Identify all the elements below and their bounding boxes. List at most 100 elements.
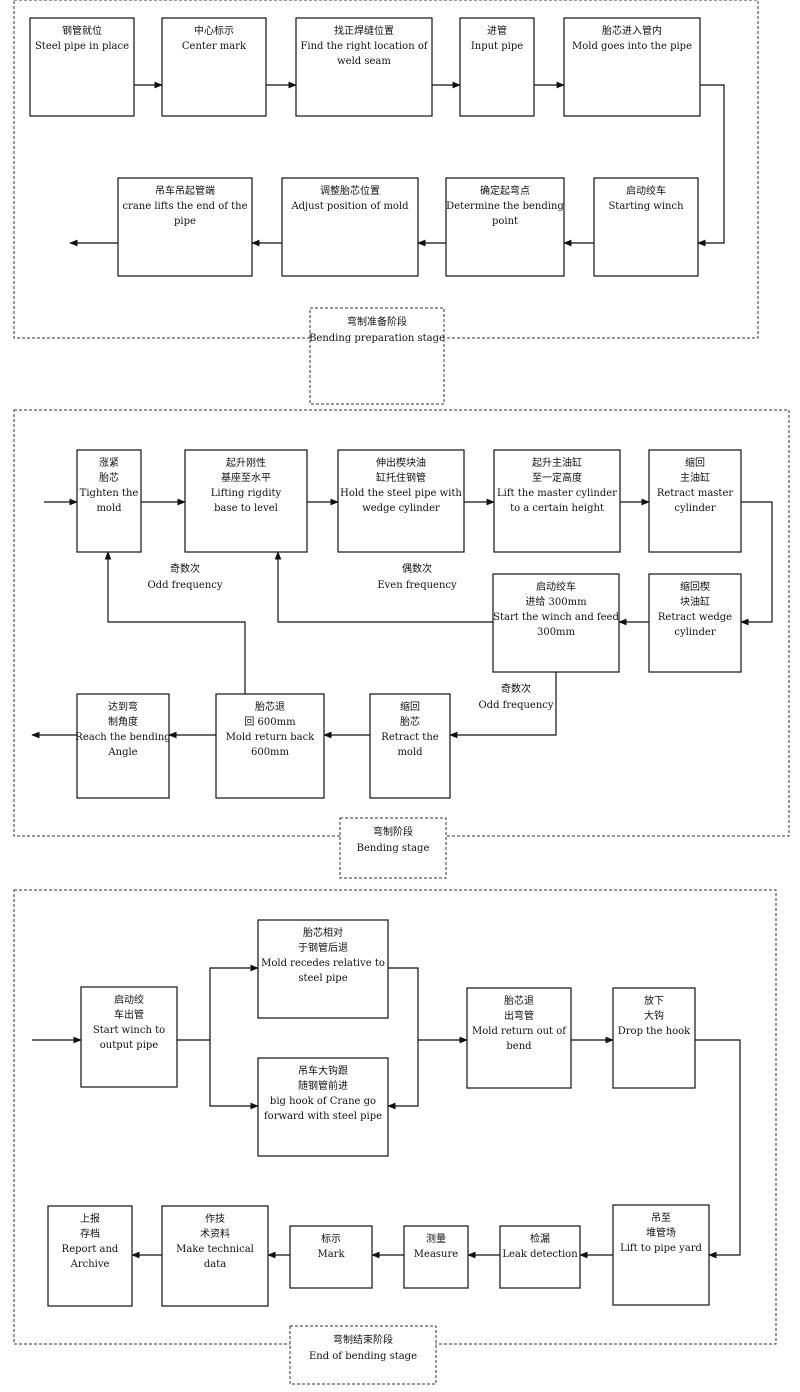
node-box-reach-bending-angle xyxy=(76,693,170,799)
node-mold-return-600-line-3: 600mm xyxy=(251,747,290,758)
node-lift-rigidity-base-line-3: base to level xyxy=(214,503,278,514)
node-mold-return-out-line-0: 胎芯退 xyxy=(504,994,534,1007)
node-retract-wedge-cylinder-line-1: 块油缸 xyxy=(680,595,710,608)
node-starting-winch-line-1: Starting winch xyxy=(608,201,684,212)
node-make-technical-data-line-0: 作技 xyxy=(205,1212,225,1225)
node-lift-rigidity-base-line-1: 基座至水平 xyxy=(221,471,271,484)
node-make-technical-data-line-2: Make technical xyxy=(176,1244,254,1255)
label-even-frequency-line-0: 偶数次 xyxy=(402,562,432,575)
node-box-start-winch-output xyxy=(80,986,178,1088)
node-start-winch-feed-line-0: 启动绞车 xyxy=(536,580,576,593)
node-drop-hook-line-0: 放下 xyxy=(644,994,664,1007)
node-reach-bending-angle-line-0: 达到弯 xyxy=(108,700,138,713)
label-odd-frequency-2-line-0: 奇数次 xyxy=(501,682,531,695)
connector-start-winch-output-to-crane-hook-forward xyxy=(209,1040,259,1110)
node-box-find-weld-seam xyxy=(295,17,433,117)
node-start-winch-output-line-1: 车出管 xyxy=(114,1008,144,1021)
node-make-technical-data-line-3: data xyxy=(204,1259,226,1270)
node-crane-lifts-pipe-end-line-1: crane lifts the end of the xyxy=(122,201,247,212)
node-mold-recedes-line-3: steel pipe xyxy=(298,973,347,984)
node-box-mold-recedes xyxy=(257,919,389,1019)
node-find-weld-seam-line-1: Find the right location of xyxy=(300,41,428,52)
node-box-lift-to-pipe-yard xyxy=(612,1204,710,1306)
node-measure-line-1: Measure xyxy=(414,1249,458,1260)
node-reach-bending-angle-line-1: 制角度 xyxy=(108,715,138,728)
node-mold-recedes-line-2: Mold recedes relative to xyxy=(261,958,385,969)
frame-bend xyxy=(13,409,790,837)
node-lift-master-cylinder-line-0: 起升主油缸 xyxy=(532,456,582,469)
node-box-input-pipe xyxy=(459,17,535,117)
connector-drop-hook-to-lift-to-pipe-yard xyxy=(695,1039,741,1259)
node-center-mark-line-0: 中心标示 xyxy=(194,24,234,37)
node-find-weld-seam-line-0: 找正焊缝位置 xyxy=(334,24,394,37)
stage-box-bend xyxy=(339,817,447,879)
node-crane-hook-forward-line-2: big hook of Crane go xyxy=(270,1096,376,1107)
node-box-crane-hook-forward xyxy=(257,1057,389,1157)
node-leak-detection-line-0: 检漏 xyxy=(530,1232,550,1245)
node-reach-bending-angle-line-2: Reach the bending xyxy=(75,732,171,743)
node-drop-hook-line-2: Drop the hook xyxy=(618,1026,691,1037)
node-mold-return-out-line-2: Mold return out of xyxy=(472,1026,567,1037)
connector-retract-master-cylinder-to-retract-wedge-cylinder xyxy=(740,501,773,626)
stage-prep-en: Bending preparation stage xyxy=(309,333,445,344)
node-mold-return-out-line-3: bend xyxy=(506,1041,532,1052)
node-retract-wedge-cylinder-line-2: Retract wedge xyxy=(658,612,732,623)
node-report-archive-line-3: Archive xyxy=(70,1259,110,1270)
node-make-technical-data-line-1: 术资料 xyxy=(200,1227,230,1240)
stage-label-prep: 弯制准备阶段 Bending preparation stage xyxy=(309,307,445,405)
node-determine-bending-point-line-1: Determine the bending xyxy=(446,201,564,212)
node-input-pipe-line-1: Input pipe xyxy=(471,41,523,52)
node-report-archive-line-1: 存档 xyxy=(80,1227,100,1240)
node-crane-lifts-pipe-end-line-0: 吊车吊起管端 xyxy=(155,184,215,197)
node-lift-master-cylinder-line-2: Lift the master cylinder xyxy=(497,488,617,499)
node-box-starting-winch xyxy=(593,177,699,277)
node-box-lift-master-cylinder xyxy=(493,449,621,553)
node-start-winch-output-line-3: output pipe xyxy=(100,1040,159,1051)
node-drop-hook-line-1: 大钩 xyxy=(644,1009,664,1022)
node-hold-with-wedge-line-2: Hold the steel pipe with xyxy=(340,488,462,499)
node-start-winch-output-line-2: Start winch to xyxy=(93,1025,165,1036)
frame-prep xyxy=(13,0,759,339)
node-adjust-mold-position-line-0: 调整胎芯位置 xyxy=(320,184,380,197)
connectors xyxy=(31,81,773,1259)
node-tighten-mold-line-2: Tighten the xyxy=(80,488,139,499)
node-start-winch-feed-line-1: 进给 300mm xyxy=(525,595,587,608)
node-mold-recedes-line-0: 胎芯相对 xyxy=(303,926,343,939)
node-retract-mold-line-1: 胎芯 xyxy=(400,715,420,728)
node-lift-rigidity-base-line-2: Lifting rigdity xyxy=(211,488,282,499)
stage-prep-zh: 弯制准备阶段 xyxy=(347,315,407,328)
node-box-report-archive xyxy=(47,1205,133,1307)
node-mold-into-pipe-line-0: 胎芯进入管内 xyxy=(602,24,662,37)
node-box-measure xyxy=(403,1225,469,1289)
connector-start-winch-output-to-mold-recedes xyxy=(177,964,259,1041)
node-box-retract-mold xyxy=(369,693,451,799)
node-determine-bending-point-line-2: point xyxy=(492,216,518,227)
node-lift-to-pipe-yard-line-0: 吊至 xyxy=(651,1212,671,1224)
connector-mold-recedes-to-mold-return-out xyxy=(387,967,419,1110)
node-box-steel-pipe-in-place xyxy=(29,17,135,117)
node-box-crane-lifts-pipe-end xyxy=(117,177,253,277)
stage-end-zh: 弯制结束阶段 xyxy=(333,1333,393,1346)
stage-box-end xyxy=(289,1325,437,1385)
node-steel-pipe-in-place-line-0: 钢管就位 xyxy=(62,24,102,37)
node-box-lift-rigidity-base xyxy=(184,449,308,553)
node-lift-to-pipe-yard-line-1: 堆管场 xyxy=(646,1226,676,1239)
node-steel-pipe-in-place-line-1: Steel pipe in place xyxy=(35,41,129,52)
node-box-mold-return-600 xyxy=(215,693,325,799)
